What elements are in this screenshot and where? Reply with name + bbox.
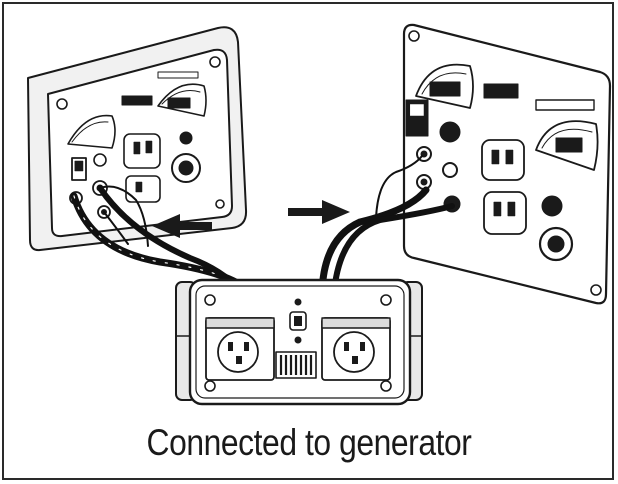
left-generator-panel	[27, 26, 248, 252]
right-generator-panel	[402, 23, 612, 305]
parallel-cables	[70, 155, 455, 296]
parallel-kit-box	[175, 278, 423, 406]
figure-caption: Connected to generator	[146, 422, 472, 463]
direction-arrow-left	[152, 214, 212, 238]
direction-arrow-right	[288, 200, 350, 224]
